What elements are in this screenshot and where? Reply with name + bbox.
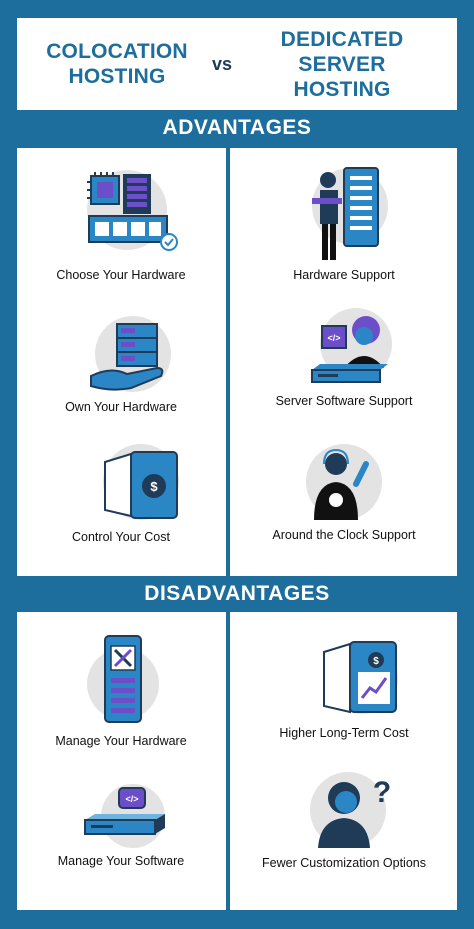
server-code-icon: </>	[84, 784, 165, 848]
disadvantage-fewer-customization: ? Fewer Customization Options	[244, 770, 444, 870]
disadvantage-label: Fewer Customization Options	[262, 856, 426, 870]
advantage-label: Control Your Cost	[72, 530, 170, 544]
server-hand-icon	[90, 316, 171, 392]
vs-label: vs	[211, 53, 233, 74]
server-tools-icon	[87, 635, 159, 723]
svg-text:?: ?	[373, 776, 391, 809]
software-support-icon: </>	[311, 308, 392, 383]
svg-text:$: $	[150, 479, 158, 494]
disadvantage-label: Manage Your Hardware	[55, 734, 187, 748]
header-banner: COLOCATION HOSTING vs DEDICATED SERVER H…	[17, 18, 457, 110]
person-question-icon: ?	[310, 772, 391, 848]
svg-text:</>: </>	[125, 794, 138, 804]
advantages-dedicated-panel: Hardware Support </> Server Software Sup…	[230, 148, 457, 576]
disadvantages-colocation-panel: Manage Your Hardware </> Manage Your Sof…	[17, 612, 226, 910]
advantage-own-hardware: Own Your Hardware	[21, 316, 221, 414]
disadvantage-manage-hardware: Manage Your Hardware	[21, 634, 221, 748]
svg-text:</>: </>	[327, 333, 340, 343]
advantage-around-clock-support: Around the Clock Support	[244, 444, 444, 542]
disadvantage-label: Higher Long-Term Cost	[279, 726, 409, 740]
advantage-choose-hardware: Choose Your Hardware	[21, 168, 221, 282]
advantage-label: Choose Your Hardware	[56, 268, 186, 282]
disadvantage-higher-cost: $ Higher Long-Term Cost	[244, 638, 444, 740]
dedicated-title-line2: SERVER HOSTING	[293, 52, 391, 101]
advantages-heading: ADVANTAGES	[162, 116, 312, 139]
advantage-software-support: </> Server Software Support	[244, 308, 444, 408]
safe-money-icon: $	[103, 444, 179, 520]
hardware-chip-icon	[87, 170, 178, 251]
colocation-title: COLOCATION HOSTING	[37, 39, 197, 89]
disadvantages-heading: DISADVANTAGES	[144, 582, 330, 605]
dedicated-title-line1: DEDICATED	[280, 27, 404, 51]
advantage-label: Server Software Support	[275, 394, 413, 408]
disadvantage-label: Manage Your Software	[57, 854, 185, 868]
svg-text:$: $	[373, 656, 379, 667]
advantage-control-cost: $ Control Your Cost	[21, 444, 221, 544]
advantages-colocation-panel: Choose Your Hardware Own Your Hardware $…	[17, 148, 226, 576]
safe-growth-icon: $	[323, 641, 398, 714]
disadvantages-dedicated-panel: $ Higher Long-Term Cost ? Fewer Customiz…	[230, 612, 457, 910]
advantage-hardware-support: Hardware Support	[244, 166, 444, 282]
advantage-label: Hardware Support	[293, 268, 395, 282]
colocation-title-line2: HOSTING	[68, 65, 166, 88]
disadvantage-manage-software: </> Manage Your Software	[21, 784, 221, 868]
technician-server-icon	[312, 167, 388, 260]
headset-support-icon	[306, 444, 382, 520]
advantage-label: Around the Clock Support	[272, 528, 416, 542]
colocation-title-line1: COLOCATION	[46, 40, 188, 63]
advantage-label: Own Your Hardware	[65, 400, 177, 414]
dedicated-title: DEDICATED SERVER HOSTING	[247, 27, 437, 102]
